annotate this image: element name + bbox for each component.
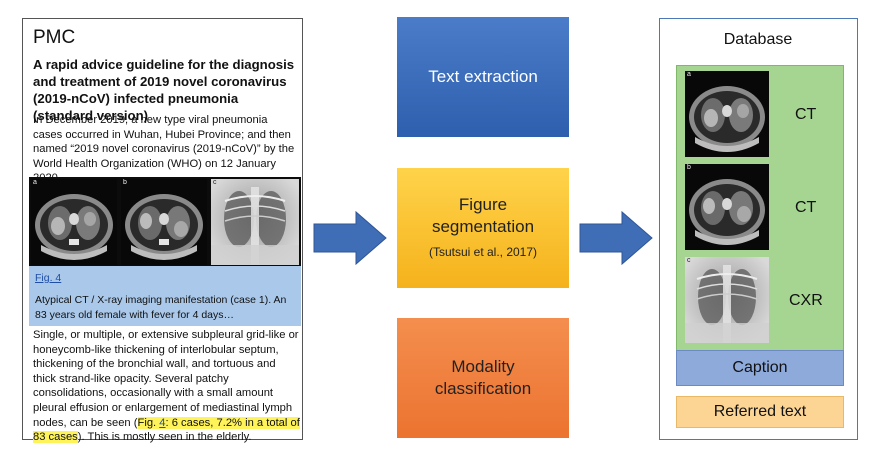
figure-caption-box: Fig. 4 Atypical CT / X-ray imaging manif…: [29, 266, 301, 326]
database-ct-image-b: b: [685, 164, 769, 250]
database-referred-text-label: Referred text: [713, 403, 807, 420]
modality-label-cxr: CXR: [789, 292, 823, 309]
ct-scan-image-a: a: [31, 179, 117, 265]
article-title: A rapid advice guideline for the diagnos…: [33, 57, 295, 123]
database-panel: Database a CT: [659, 18, 858, 440]
article-intro-text: In December 2019, a new type viral pneum…: [33, 114, 295, 184]
panel-letter-a: a: [33, 179, 37, 186]
database-caption-box: Caption: [676, 350, 844, 386]
panel-letter-c: c: [213, 179, 217, 186]
modality-classification-label: Modality classification: [434, 357, 532, 398]
database-letter-a: a: [687, 71, 691, 78]
database-title: Database: [723, 31, 793, 48]
panel-letter-b: b: [123, 179, 127, 186]
modality-label-ct-a: CT: [795, 106, 817, 123]
figure-segmentation-label: Figure segmentation: [431, 194, 535, 236]
body-text-end: ). This is mostly seen in the elderly.: [77, 431, 252, 444]
text-extraction-box: Text extraction: [397, 17, 569, 137]
modality-classification-box: Modality classification: [397, 318, 569, 438]
chest-xray-image-c: c: [211, 179, 299, 265]
highlight-figure-link[interactable]: 4: [159, 416, 166, 429]
source-label: PMC: [33, 27, 76, 48]
database-caption-label: Caption: [732, 359, 788, 376]
database-referred-text-box: Referred text: [676, 396, 844, 428]
database-ct-image-a: a: [685, 71, 769, 157]
article-body-text: Single, or multiple, or extensive subple…: [33, 328, 301, 445]
figure-segmentation-box: Figure segmentation (Tsutsui et al., 201…: [397, 168, 569, 288]
ct-scan-image-b: b: [121, 179, 207, 265]
highlight-prefix: Fig.: [137, 416, 160, 429]
article-panel: PMC A rapid advice guideline for the dia…: [22, 18, 303, 444]
database-letter-c: c: [687, 257, 691, 264]
arrow-right-icon: [579, 210, 653, 266]
article-figure: a b: [29, 177, 301, 267]
figure-segmentation-citation: (Tsutsui et al., 2017): [428, 244, 538, 259]
figure-caption-text: Atypical CT / X-ray imaging manifestatio…: [35, 294, 287, 321]
database-xray-image-c: c: [685, 257, 769, 343]
arrow-right-icon: [313, 210, 387, 266]
modality-label-ct-b: CT: [795, 199, 817, 216]
text-extraction-label: Text extraction: [428, 67, 538, 86]
database-image-group: a CT b CT: [676, 65, 844, 361]
body-text-main: Single, or multiple, or extensive subple…: [33, 329, 299, 429]
highlight-suffix: : 6 cases, 7.2% in a total of 83 cases: [33, 416, 300, 444]
figure-link[interactable]: Fig. 4: [35, 272, 62, 284]
database-letter-b: b: [687, 164, 691, 171]
